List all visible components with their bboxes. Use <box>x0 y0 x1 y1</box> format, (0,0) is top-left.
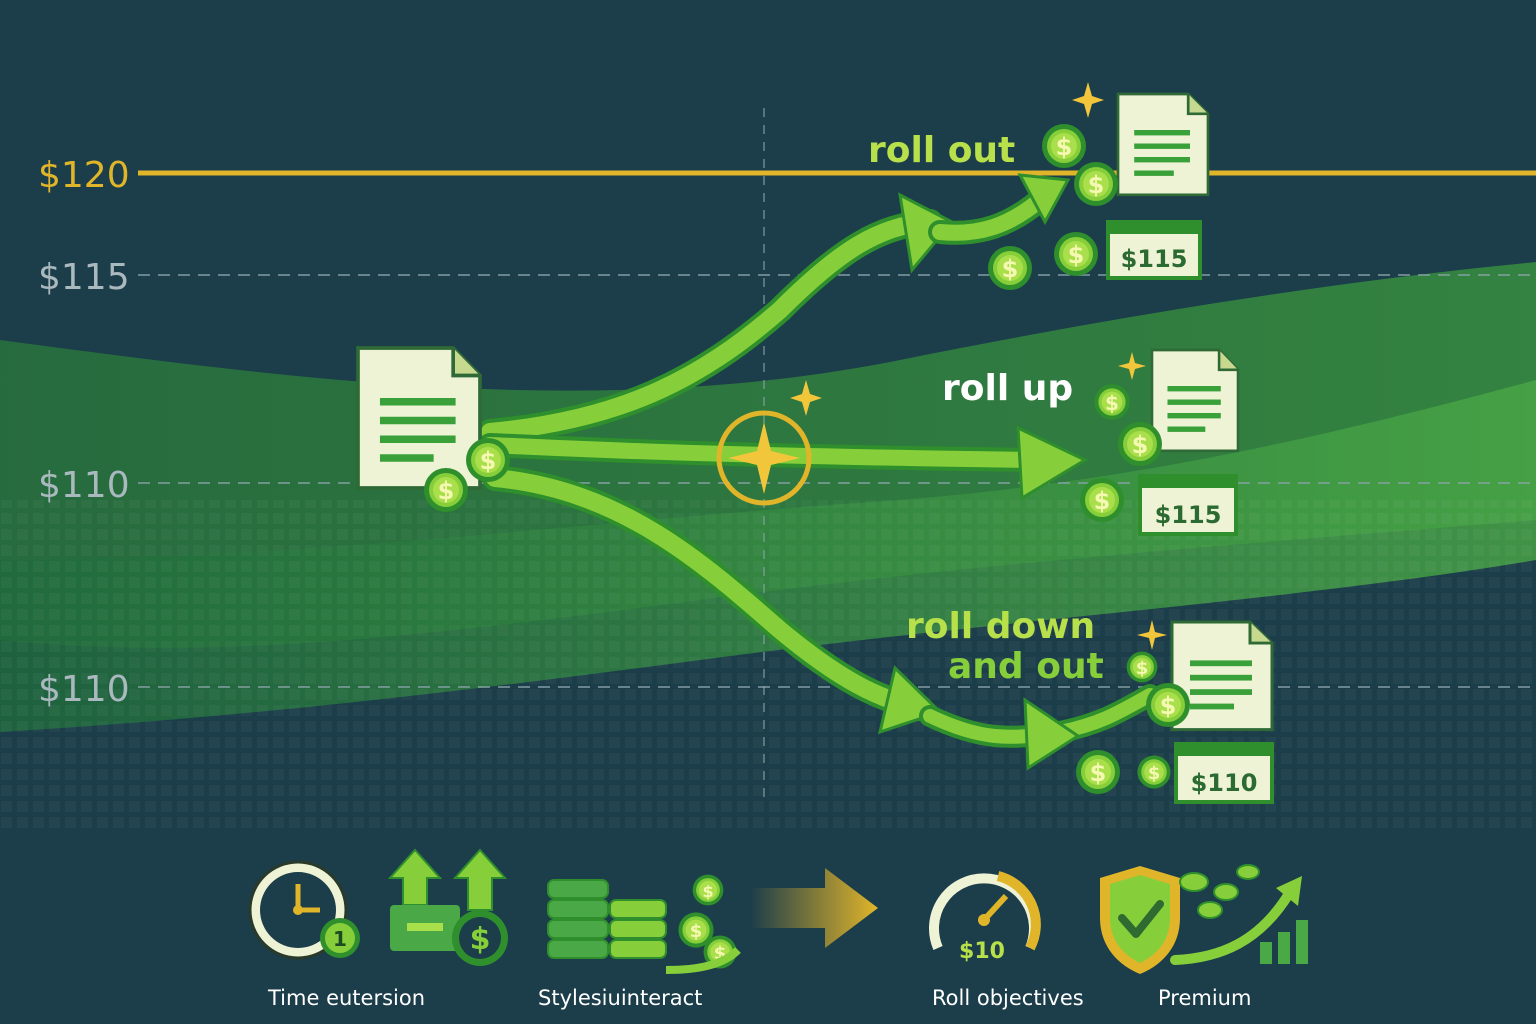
crosshair-target-icon <box>716 380 822 506</box>
svg-text:$110: $110 <box>1191 769 1258 797</box>
roll-out-label: roll out <box>868 130 1015 171</box>
footer-caption-roll-objectives: Roll objectives <box>932 986 1084 1010</box>
sparkle-icon <box>1118 352 1146 380</box>
svg-text:$: $ <box>1105 391 1119 415</box>
roll-up-label: roll up <box>942 368 1073 409</box>
svg-text:$: $ <box>1090 759 1107 787</box>
roll-down-label-line1: roll down <box>906 606 1095 647</box>
source-contract-doc-icon <box>356 346 482 490</box>
roll-down-coin-2: $ <box>1146 683 1190 727</box>
price-label-115: $115 <box>38 257 130 298</box>
roll-out-doc-icon <box>1116 92 1210 197</box>
source-coin-2: $ <box>424 468 468 512</box>
svg-text:$: $ <box>1068 241 1085 269</box>
svg-text:$: $ <box>1160 692 1177 720</box>
roll-out-coin-4: $ <box>988 246 1032 290</box>
gauge-icon: $10 <box>929 871 1041 964</box>
up-arrows-dollar-icon: $ <box>387 848 508 966</box>
roll-out-coin-1: $ <box>1042 124 1086 168</box>
arrow-right-icon <box>750 868 878 948</box>
svg-text:$115: $115 <box>1121 245 1188 273</box>
roll-down-coin-3: $ <box>1076 750 1120 794</box>
roll-down-label-line2: and out <box>948 646 1104 687</box>
coin-stacks-icon: $ $ $ <box>547 874 741 974</box>
roll-down-and-out-arrow <box>482 465 1161 771</box>
roll-up-arrow <box>478 425 1089 501</box>
roll-up-strike-tag: $115 <box>1138 474 1238 536</box>
svg-text:$: $ <box>1136 658 1149 679</box>
roll-down-strike-tag: $110 <box>1174 742 1274 804</box>
footer-caption-time-extension: Time eutersion <box>267 986 425 1010</box>
svg-text:$: $ <box>1056 133 1073 161</box>
price-label-120: $120 <box>38 155 130 196</box>
roll-down-coin-1: $ <box>1126 651 1158 683</box>
pixel-texture <box>0 500 1536 830</box>
svg-text:$: $ <box>438 477 455 505</box>
svg-text:$: $ <box>702 882 713 901</box>
sparkle-icon <box>1072 82 1104 118</box>
svg-text:1: 1 <box>333 927 347 951</box>
svg-text:$: $ <box>470 922 491 957</box>
svg-text:$: $ <box>1148 763 1161 784</box>
footer-caption-premium: Premium <box>1158 986 1251 1010</box>
svg-text:$: $ <box>1002 255 1019 283</box>
svg-text:$: $ <box>1088 171 1105 199</box>
price-label-110-lower: $110 <box>38 669 130 710</box>
svg-text:$: $ <box>1094 487 1111 515</box>
roll-up-coin-2: $ <box>1118 422 1162 466</box>
svg-text:$115: $115 <box>1155 501 1222 529</box>
roll-out-strike-tag: $115 <box>1106 220 1202 280</box>
svg-text:$: $ <box>690 921 703 942</box>
price-label-110-upper: $110 <box>38 465 130 506</box>
svg-text:$10: $10 <box>959 939 1005 964</box>
source-coin-1: $ <box>466 438 510 482</box>
svg-text:$: $ <box>1132 431 1149 459</box>
footer-caption-styles: Stylesiuinteract <box>538 986 702 1010</box>
shield-check-icon <box>1100 866 1180 974</box>
roll-out-arrow <box>477 173 1071 445</box>
roll-up-coin-1: $ <box>1094 384 1130 420</box>
roll-out-coin-3: $ <box>1054 232 1098 276</box>
roll-up-doc-icon <box>1150 348 1240 453</box>
roll-down-coin-4: $ <box>1137 755 1171 789</box>
sparkle-icon <box>1137 620 1167 650</box>
clock-icon: 1 <box>248 860 360 960</box>
svg-text:$: $ <box>480 447 497 475</box>
roll-up-coin-3: $ <box>1080 478 1124 522</box>
roll-out-coin-2: $ <box>1074 162 1118 206</box>
coins-growth-chart-icon <box>1170 864 1308 965</box>
